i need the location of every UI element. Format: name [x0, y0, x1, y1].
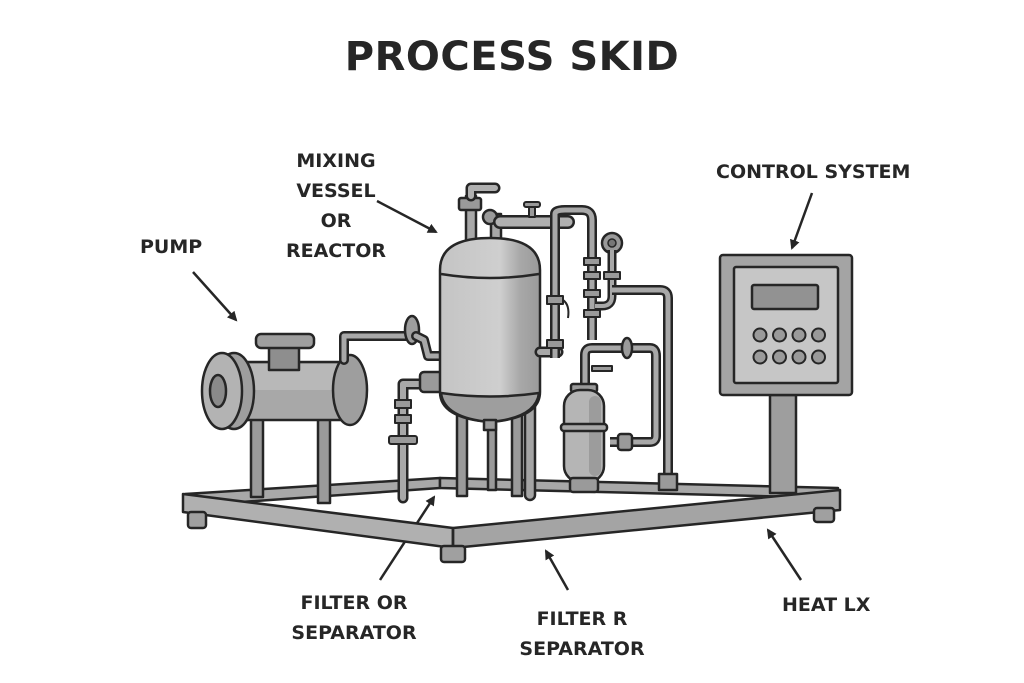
- label-mixing-vessel-line-1: MIXING: [296, 150, 376, 172]
- filter-separator: [559, 336, 661, 494]
- vessel-top-seam: [440, 272, 540, 280]
- vessel-bottom-head: [439, 391, 541, 424]
- label-filter-left-line-2: SEPARATOR: [291, 622, 417, 644]
- arrow-pump: [192, 271, 238, 322]
- label-heat-exchanger-line-1: HEAT LX: [782, 594, 871, 616]
- frame-foot: [812, 506, 836, 524]
- label-control-system: CONTROL SYSTEM: [716, 157, 910, 187]
- label-mixing-vessel-line-3: OR: [320, 210, 352, 232]
- skid-frame: [181, 476, 842, 564]
- filter-valve-lower: [616, 432, 634, 452]
- control-display: [750, 283, 820, 311]
- frame-foot: [186, 510, 208, 530]
- pump-outlet-neck: [267, 344, 301, 372]
- control-buttons: [752, 327, 826, 365]
- pipe-support: [657, 472, 679, 492]
- pump-leg: [249, 413, 265, 499]
- label-mixing-vessel-line-2: VESSEL: [296, 180, 376, 202]
- arrow-mixing-vessel: [376, 199, 438, 234]
- control-button: [791, 327, 807, 343]
- control-button: [772, 327, 787, 343]
- label-pump: PUMP: [140, 232, 202, 262]
- mixing-vessel: [438, 182, 564, 502]
- label-filter-left: FILTER OR SEPARATOR: [284, 588, 424, 648]
- label-filter-right: FILTER R SEPARATOR: [512, 604, 652, 664]
- pump-flange-right: [331, 353, 369, 427]
- inlet-flange: [394, 399, 412, 409]
- label-mixing-vessel: MIXING VESSEL OR REACTOR: [276, 146, 396, 266]
- label-filter-right-line-1: FILTER R: [536, 608, 628, 630]
- frame-foot: [439, 544, 467, 564]
- control-button: [791, 349, 807, 365]
- vessel-drain: [482, 418, 498, 432]
- pump-inlet: [208, 373, 228, 409]
- arrow-heat-exchanger: [766, 528, 803, 581]
- control-button: [752, 327, 768, 343]
- frame-front-right-rail: [451, 488, 842, 550]
- header-piping: [493, 201, 679, 492]
- pump-leg: [316, 413, 332, 505]
- control-post: [768, 393, 798, 495]
- inlet-flange: [388, 435, 418, 445]
- pump-outlet-flange: [254, 332, 316, 350]
- inlet-flange: [394, 414, 412, 424]
- label-control-system-line-1: CONTROL SYSTEM: [716, 161, 911, 183]
- control-button: [752, 349, 768, 365]
- label-mixing-vessel-line-4: REACTOR: [285, 240, 386, 262]
- arrow-control-system: [790, 192, 814, 250]
- filter-foot: [568, 476, 600, 494]
- control-button: [772, 349, 787, 365]
- control-system: [718, 253, 854, 495]
- arrow-filter-right: [544, 549, 570, 591]
- diagram-title: PROCESS SKID: [344, 34, 680, 80]
- control-button: [811, 327, 826, 343]
- label-filter-right-line-2: SEPARATOR: [519, 638, 645, 660]
- label-heat-exchanger: HEAT LX: [782, 590, 870, 620]
- filter-valve: [620, 336, 634, 360]
- label-pump-line-1: PUMP: [140, 236, 203, 258]
- label-filter-left-line-1: FILTER OR: [300, 592, 408, 614]
- inlet-piping: [388, 370, 446, 504]
- filter-band: [559, 422, 609, 433]
- pump: [200, 314, 445, 505]
- header-valve-handle: [523, 201, 541, 208]
- control-button: [811, 349, 826, 365]
